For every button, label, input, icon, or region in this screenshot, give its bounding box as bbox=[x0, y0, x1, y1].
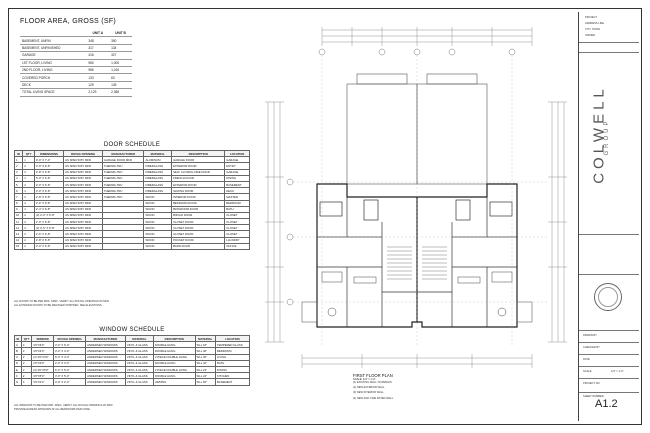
door-cell: AS SPEC'D BY MFR bbox=[63, 242, 103, 251]
professional-seal bbox=[594, 283, 622, 311]
window-cell: G bbox=[14, 378, 22, 386]
plan-title-text: FIRST FLOOR PLAN bbox=[353, 373, 393, 378]
floor-area-cell: 1,005 bbox=[109, 59, 132, 67]
column-header: UNIT A bbox=[86, 30, 110, 38]
door-cell: BARN DOOR bbox=[171, 242, 226, 251]
floor-area-cell: BASEMENT, UNFIN bbox=[20, 36, 87, 45]
project-line: ADDRESS LINE bbox=[585, 22, 605, 25]
field-label: DATE bbox=[583, 358, 590, 361]
door-cell: 3'-0" X 6'-8" bbox=[33, 242, 65, 251]
column-header: UNIT B bbox=[109, 30, 132, 38]
column-header bbox=[20, 30, 87, 38]
floor-area-cell: BASEMENT, UNFINISHED bbox=[20, 44, 87, 53]
project-line: OWNER bbox=[585, 34, 595, 37]
door-cell: OFFICE bbox=[224, 242, 250, 251]
window-cell: VINYL & GLASS bbox=[124, 378, 154, 386]
floor-area-cell: GARAGE bbox=[20, 51, 87, 60]
door-cell bbox=[101, 242, 145, 251]
scale-value: 1/4" = 1'-0" bbox=[611, 370, 624, 373]
window-cell: 3'-0" X 2'-0" bbox=[53, 378, 87, 386]
door-note-1: ALL DOORS TO BE PER MFR. SPEC. VERIFY AL… bbox=[14, 300, 110, 303]
floor-area-cell: 327 bbox=[109, 51, 132, 60]
plan-legend: (1) EXISTING WALL TO REMAIN (2) NEW EXTE… bbox=[353, 380, 393, 401]
floor-area-cell: 1ST FLOOR, LIVING bbox=[20, 59, 87, 67]
floor-area-cell: 317 bbox=[86, 44, 110, 53]
window-note-2: PROVIDE EGRESS WINDOWS AT ALL BEDROOMS P… bbox=[14, 408, 91, 411]
door-cell: WOOD bbox=[143, 242, 173, 251]
legend-item: (4) NEW 2HR. FIRE RATED WALL bbox=[353, 396, 394, 400]
floor-area-cell: 129 bbox=[86, 81, 110, 90]
floor-area-cell: 348 bbox=[86, 36, 110, 45]
company-logo: COLWELL GROUP bbox=[589, 60, 611, 220]
field-label: SCALE bbox=[583, 370, 592, 373]
legend-item: (3) NEW INTERIOR WALL bbox=[353, 391, 384, 395]
legend-item: (1) EXISTING WALL TO REMAIN bbox=[353, 381, 392, 384]
window-note-1: ALL WINDOWS TO BE PER MFR. SPEC. VERIFY … bbox=[14, 404, 114, 407]
floor-area-cell: 2ND FLOOR, LIVING bbox=[20, 66, 87, 75]
window-cell: AWNING bbox=[152, 378, 196, 386]
floor-plan-drawing bbox=[265, 27, 567, 368]
window-schedule-title: WINDOW SCHEDULE bbox=[99, 327, 165, 333]
window-cell: 4 bbox=[20, 378, 33, 386]
floor-area-cell: 135 bbox=[109, 81, 132, 90]
floor-area-cell: DECK bbox=[20, 81, 87, 90]
window-cell: ANDERSEN WINDOWS bbox=[85, 378, 126, 386]
logo-subtitle: GROUP bbox=[604, 118, 610, 156]
sheet-border bbox=[8, 8, 642, 425]
floor-area-cell: 2,129 bbox=[86, 88, 110, 97]
floor-area-cell: 133 bbox=[86, 73, 110, 82]
floor-area-cell: TOTAL LIVING SPACE bbox=[20, 88, 87, 97]
plan-scale: SCALE: 1/4" = 1'-0" bbox=[353, 378, 376, 381]
door-note-2: ALL EXTERIOR DOORS TO BE WEATHER STRIPPE… bbox=[14, 304, 103, 307]
floor-area-cell: 985 bbox=[86, 66, 110, 75]
legend-item: (2) NEW EXTERIOR WALL bbox=[353, 386, 385, 390]
floor-area-cell: 350 bbox=[109, 36, 132, 45]
floor-area-cell: 134 bbox=[109, 44, 132, 53]
project-line: CITY, STATE bbox=[585, 28, 600, 31]
floor-area-cell: COVERED PORCH bbox=[20, 73, 87, 82]
project-line: PROJECT bbox=[585, 16, 598, 19]
floor-area-cell: 1,015 bbox=[109, 66, 132, 75]
floor-area-cell: 63 bbox=[109, 73, 132, 82]
plan-title: FIRST FLOOR PLAN SCALE: 1/4" = 1'-0" bbox=[353, 373, 393, 381]
sheet-number: A1.2 bbox=[595, 398, 618, 410]
field-label: PROJECT NO. bbox=[583, 382, 601, 385]
window-cell: BASEMENT bbox=[214, 378, 251, 386]
window-cell: SILL 60" bbox=[194, 378, 216, 386]
door-cell: 15 bbox=[13, 242, 24, 251]
floor-area-cell: 980 bbox=[86, 59, 110, 67]
field-label: DRAWN BY bbox=[583, 334, 597, 337]
door-schedule-title: DOOR SCHEDULE bbox=[103, 142, 161, 148]
floor-area-cell: 2,368 bbox=[109, 88, 132, 97]
window-cell: 3'0"X2'0" bbox=[31, 378, 55, 386]
door-cell: 2 bbox=[22, 242, 35, 251]
sheet-number-label: SHEET NUMBER bbox=[583, 395, 604, 398]
field-label: CHECKED BY bbox=[583, 346, 600, 349]
floor-area-title: FLOOR AREA, GROSS (SF) bbox=[20, 18, 117, 25]
floor-area-cell: 416 bbox=[86, 51, 110, 60]
title-block: PROJECT ADDRESS LINE CITY, STATE OWNER D… bbox=[578, 12, 639, 421]
